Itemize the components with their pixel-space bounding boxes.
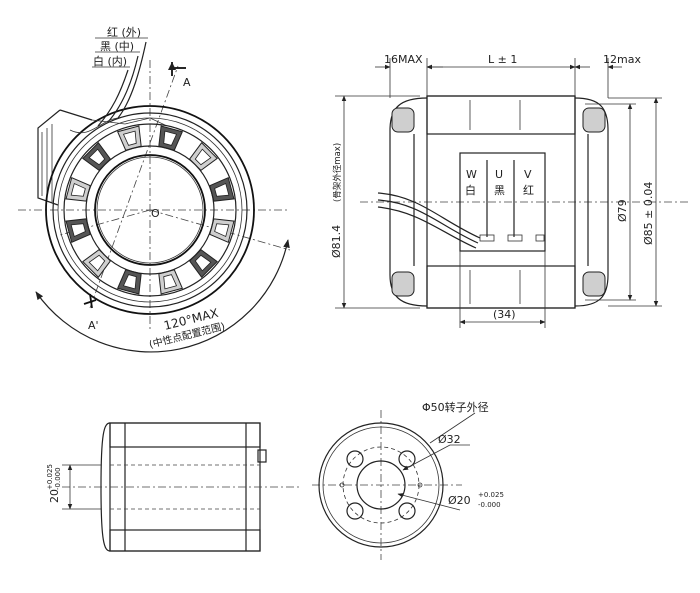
label-red-outer: 红 (外) <box>107 26 141 39</box>
rotor-bore-dim: 20 <box>48 489 61 503</box>
terminal-w-color: 白 <box>465 183 476 197</box>
dim-terminal-width: (34) <box>493 308 516 321</box>
terminal-block <box>37 109 93 206</box>
rotor-end-bore-label: Ø20 <box>448 494 471 507</box>
dim-frame-dia: Ø81.4 <box>330 225 343 258</box>
rotor-bore-tol-lower: -0.000 <box>54 467 62 490</box>
dim-frame-note: (骨架外径max) <box>332 143 343 202</box>
rotor-bore-tol-upper: +0.025 <box>46 464 54 490</box>
rotor-pcd-label: Ø32 <box>438 433 461 446</box>
section-arrow-a <box>168 62 186 76</box>
rotor-end-view <box>312 410 476 560</box>
lead-wires <box>69 41 166 134</box>
section-label-a: A <box>183 76 191 89</box>
slot-insulation <box>214 223 230 238</box>
stator-side-view <box>335 58 690 328</box>
slot-insulation <box>70 182 86 197</box>
rotor-od-label: Φ50转子外径 <box>422 400 489 414</box>
section-label-a-prime: A' <box>88 319 99 332</box>
slot-insulation <box>88 148 106 166</box>
terminal-v-color: 红 <box>523 184 534 197</box>
slot-insulation <box>214 182 230 197</box>
rotor-side-view <box>62 422 300 552</box>
terminal-u-color: 黑 <box>494 184 505 197</box>
terminal-v-phase: V <box>524 168 532 181</box>
dim-outer-dia: Ø85 ± 0.04 <box>642 182 655 245</box>
label-white-inner: 白 (内) <box>93 54 127 68</box>
slot-insulation <box>122 130 137 146</box>
slot-insulation <box>163 130 178 146</box>
terminal-w-phase: W <box>466 168 477 181</box>
terminal-u-phase: U <box>495 168 503 181</box>
label-black-middle: 黑 (中) <box>100 40 134 53</box>
slot-insulation <box>194 148 212 166</box>
dim-right-overhang: 12max <box>603 53 641 66</box>
center-label: O <box>151 207 160 220</box>
slot-insulation <box>70 223 86 238</box>
dim-left-overhang: 16MAX <box>384 53 423 66</box>
dim-inner-dia: Ø79 <box>616 199 629 222</box>
rotor-end-tol-lower: -0.000 <box>478 501 501 509</box>
neutral-point-arc <box>35 239 290 353</box>
dim-length: L ± 1 <box>488 53 517 66</box>
stator-front-view <box>18 37 291 353</box>
rotor-end-tol-upper: +0.025 <box>478 491 504 499</box>
